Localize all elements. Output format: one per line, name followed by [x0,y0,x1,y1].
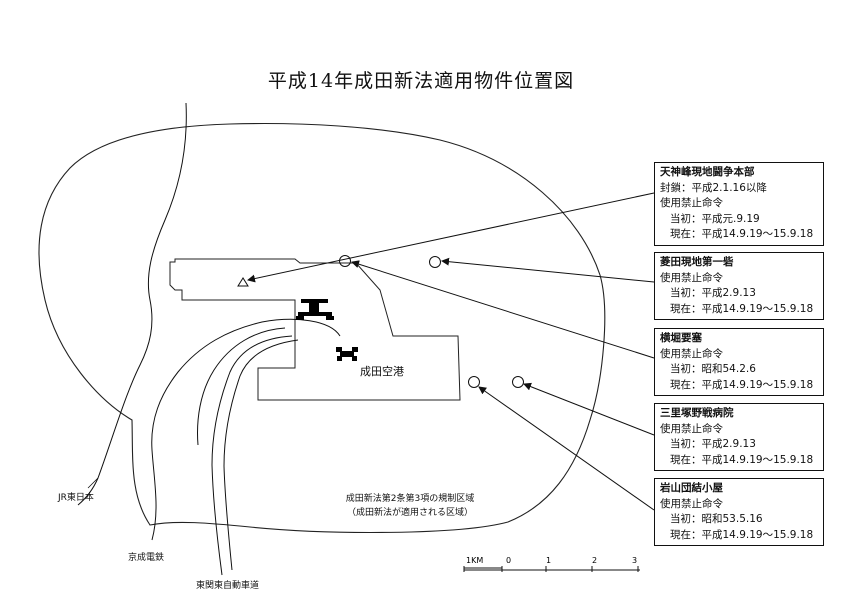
property-line: 使用禁止命令 [660,271,723,284]
property-marker-tenjinmine [237,277,249,287]
terminal-1-icon [296,299,334,320]
property-marker-sanrizuka [512,376,524,388]
property-initial: 当初：平成2.9.13 [670,287,756,299]
property-name: 横堀要塞 [660,332,702,344]
region-label-line1: 成田新法第2条第3項の規制区域 [345,494,475,504]
keisei-branch [197,327,286,446]
callout-sanrizuka: 三里塚野戦病院 使用禁止命令 当初：平成2.9.13 現在：平成14.9.19～… [654,403,824,471]
airport-outline [169,258,461,401]
region-label: 成田新法第2条第3項の規制区域 （成田新法が適用される区域） [300,492,520,520]
callout-hishida: 菱田現地第一砦 使用禁止命令 当初：平成2.9.13 現在：平成14.9.19～… [654,252,824,320]
property-initial: 当初：昭和53.5.16 [670,513,763,525]
property-current: 現在：平成14.9.19～15.9.18 [670,228,814,240]
scale-tick-2: 2 [592,556,597,565]
expressway-label: 東関東自動車道 [196,581,260,591]
scale-tick-3: 3 [632,556,637,565]
property-marker-yokobori [339,255,351,267]
keisei-label: 京成電鉄 [128,553,165,563]
property-name: 菱田現地第一砦 [660,256,734,268]
callout-yokobori: 横堀要塞 使用禁止命令 当初：昭和54.2.6 現在：平成14.9.19～15.… [654,328,824,396]
property-marker-hishida [429,256,441,268]
property-initial: 当初：平成2.9.13 [670,438,756,450]
property-marker-iwayama [468,376,480,388]
property-line: 使用禁止命令 [660,347,723,360]
arrow-hishida [441,257,655,283]
map-title: 平成14年成田新法適用物件位置図 [267,70,575,92]
callout-iwayama: 岩山団結小屋 使用禁止命令 当初：昭和53.5.16 現在：平成14.9.19～… [654,478,824,546]
scale-tick-0: 0 [506,556,511,565]
property-line: 使用禁止命令 [660,422,723,435]
property-line: 使用禁止命令 [660,497,723,510]
property-initial: 当初：昭和54.2.6 [670,363,756,375]
airport-label: 成田空港 [360,365,404,378]
jr-label-leader [87,477,99,489]
expressway-line-a [211,335,293,576]
property-line: 使用禁止命令 [660,197,723,209]
property-initial: 当初：平成元.9.19 [670,212,760,225]
region-label-line2: （成田新法が適用される区域） [346,508,473,518]
scale-bar: 1KM 0 1 2 3 [463,556,640,572]
property-current: 現在：平成14.9.19～15.9.18 [670,302,814,315]
property-name: 三里塚野戦病院 [660,407,734,419]
scale-tick-1: 1 [546,556,551,565]
arrow-iwayama [478,386,655,511]
property-current: 現在：平成14.9.19～15.9.18 [670,378,814,391]
callout-tenjinmine: 天神峰現地闘争本部 封鎖：平成2.1.16以降 使用禁止命令 当初：平成元.9.… [654,162,824,246]
expressway-line-b [223,339,299,571]
scale-unit: 1KM [466,556,483,565]
terminal-2-icon [336,347,358,361]
property-current: 現在：平成14.9.19～15.9.18 [670,453,814,466]
arrow-tenjinmine [247,192,655,283]
arrow-yokobori [351,260,655,359]
property-name: 天神峰現地闘争本部 [660,166,755,178]
property-name: 岩山団結小屋 [660,482,723,494]
property-line: 封鎖：平成2.1.16以降 [660,181,767,194]
arrow-sanrizuka [523,382,655,436]
jr-label: JR東日本 [58,493,94,503]
property-current: 現在：平成14.9.19～15.9.18 [670,528,814,541]
keisei-line [151,318,341,541]
regulated-area-boundary [38,122,606,534]
